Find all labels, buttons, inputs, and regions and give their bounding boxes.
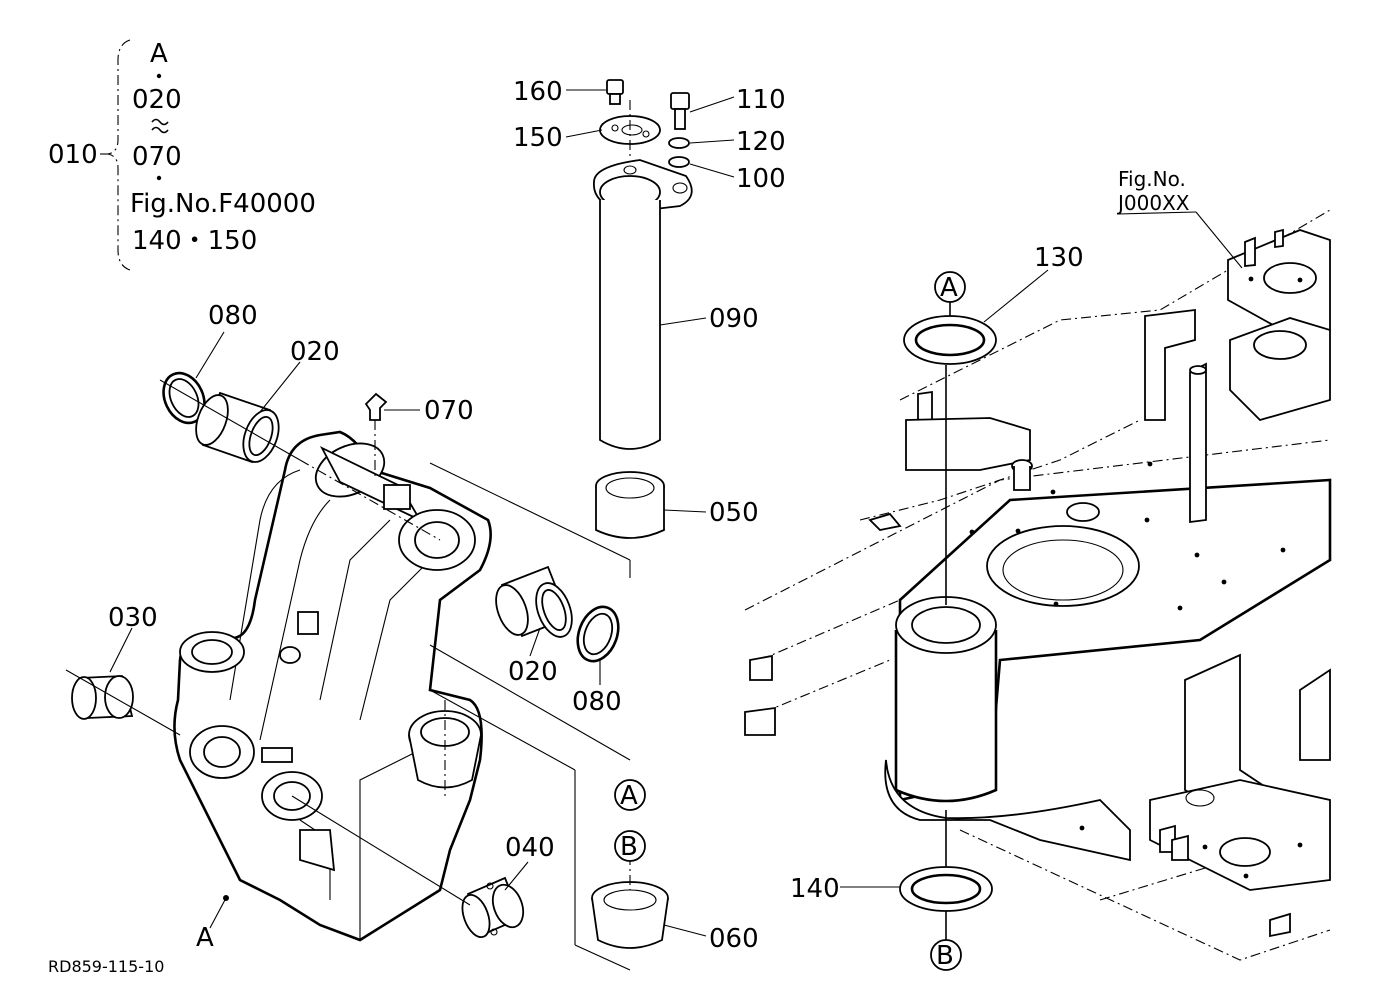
marker-B-mid: B — [620, 832, 638, 862]
label-080-right: 080 — [572, 687, 622, 717]
marker-A-left: A — [196, 923, 214, 953]
label-040: 040 — [505, 833, 555, 863]
marker-A-right: A — [940, 273, 958, 303]
figref-line1: Fig.No. — [1118, 167, 1186, 191]
callouts: 160 150 110 120 100 090 050 060 070 080 … — [108, 77, 1243, 954]
key-bracket: 010 A 020 070 Fig.No.F40000 140・150 — [48, 39, 316, 271]
key-line-4: Fig.No.F40000 — [130, 189, 316, 219]
label-140: 140 — [790, 874, 840, 904]
label-150: 150 — [513, 123, 563, 153]
label-070: 070 — [424, 396, 474, 426]
label-120: 120 — [736, 127, 786, 157]
label-090: 090 — [709, 304, 759, 334]
label-080-top: 080 — [208, 301, 258, 331]
label-020-top: 020 — [290, 337, 340, 367]
label-020-right: 020 — [508, 657, 558, 687]
marker-A-mid: A — [620, 781, 638, 811]
swivel-frame-drawing — [744, 209, 1332, 961]
drawing-code: RD859-115-10 — [48, 957, 164, 976]
pin-assembly — [591, 79, 693, 949]
label-060: 060 — [709, 924, 759, 954]
key-main-ref: 010 — [48, 140, 98, 170]
key-line-3: 070 — [132, 142, 182, 172]
circled-markers: A B A B — [614, 271, 966, 971]
label-050: 050 — [709, 498, 759, 528]
label-130: 130 — [1034, 243, 1084, 273]
left-loose-parts — [65, 371, 631, 971]
marker-B-right: B — [936, 941, 954, 971]
label-100: 100 — [736, 164, 786, 194]
key-line-1: A — [150, 39, 168, 69]
swing-bracket-drawing — [173, 430, 492, 942]
label-160: 160 — [513, 77, 563, 107]
key-line-2: 020 — [132, 85, 182, 115]
label-110: 110 — [736, 85, 786, 115]
key-line-5: 140・150 — [132, 226, 257, 256]
figref-line2: J000XX — [1116, 191, 1190, 215]
label-030: 030 — [108, 603, 158, 633]
